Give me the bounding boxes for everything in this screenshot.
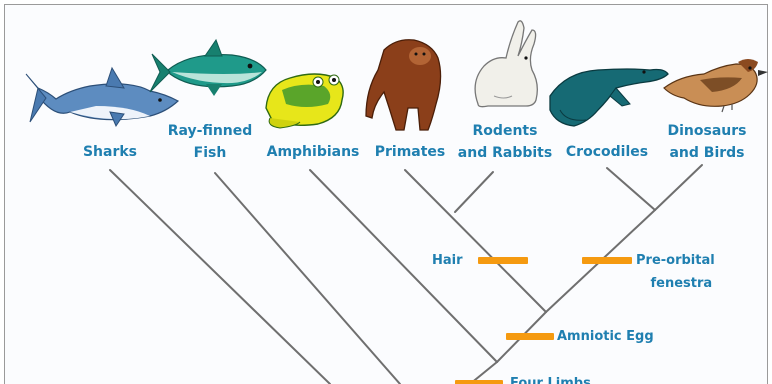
taxon-label-ray-finned-fish-line2: Fish <box>155 145 265 162</box>
rabbit-icon <box>475 21 537 107</box>
taxon-label-rodents-rabbits-line2: and Rabbits <box>450 145 560 162</box>
taxon-label-crocodiles: Crocodiles <box>557 144 657 161</box>
taxon-label-primates: Primates <box>370 144 450 161</box>
taxon-label-ray-finned-fish: Ray-finned Fish <box>155 123 265 162</box>
taxon-label-dinosaurs-birds-line2: and Birds <box>652 145 762 162</box>
trait-label-preorbital-line1: Pre-orbital <box>636 249 715 272</box>
trait-label-preorbital-line2: fenestra <box>636 272 715 295</box>
bird-icon <box>664 59 768 112</box>
crocodile-icon <box>550 69 668 126</box>
tuna-icon <box>150 40 266 96</box>
primate-icon <box>366 40 441 130</box>
taxon-label-amphibians: Amphibians <box>253 144 373 161</box>
taxon-label-rodents-rabbits-line1: Rodents <box>450 123 560 140</box>
trait-label-hair: Hair <box>432 249 463 272</box>
taxon-label-dinosaurs-birds: Dinosaurs and Birds <box>652 123 762 162</box>
shark-icon <box>26 68 178 126</box>
trait-label-amniotic-egg: Amniotic Egg <box>557 325 654 348</box>
taxon-label-sharks: Sharks <box>70 144 150 161</box>
trait-label-preorbital: Pre-orbital fenestra <box>636 249 715 295</box>
taxon-label-dinosaurs-birds-line1: Dinosaurs <box>652 123 762 140</box>
frog-icon <box>266 74 343 128</box>
taxon-label-ray-finned-fish-line1: Ray-finned <box>155 123 265 140</box>
taxon-label-rodents-rabbits: Rodents and Rabbits <box>450 123 560 162</box>
trait-label-four-limbs: Four Limbs <box>510 372 591 384</box>
